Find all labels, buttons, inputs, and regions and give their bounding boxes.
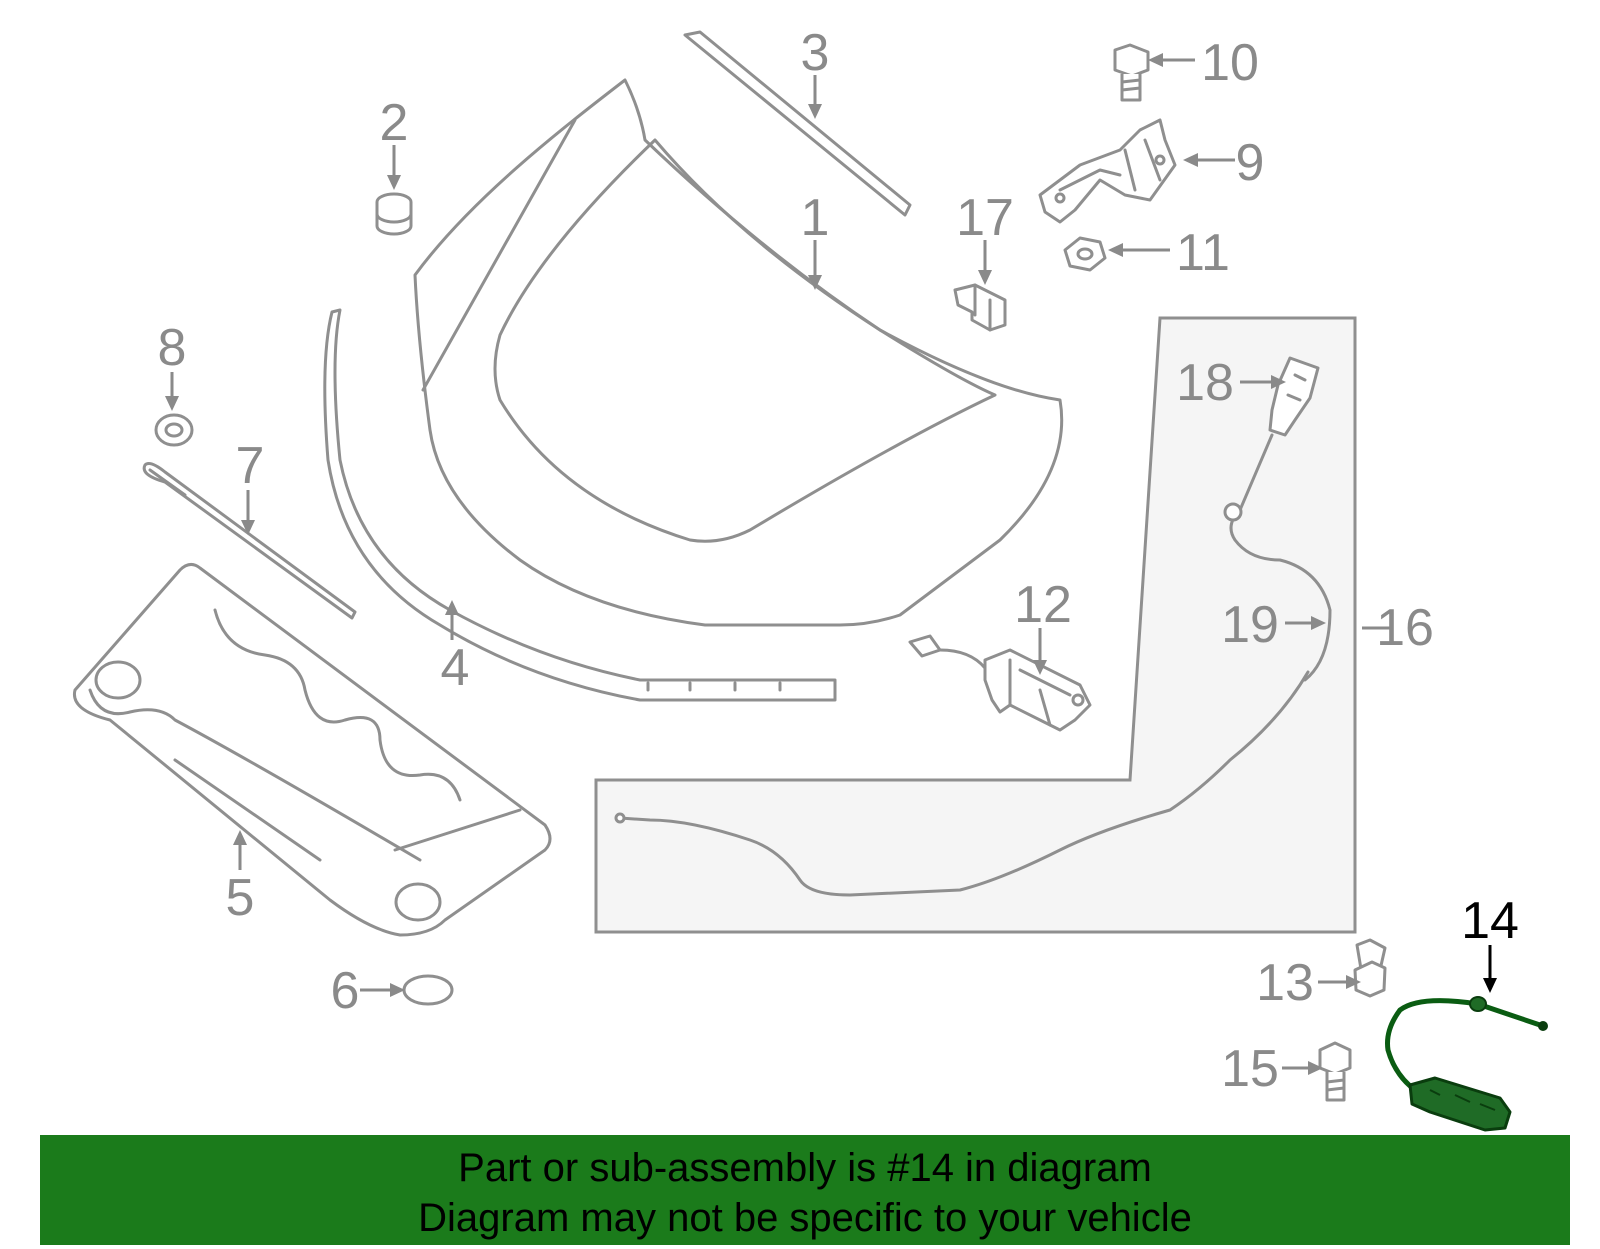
nut	[1063, 236, 1107, 272]
seal-strip	[142, 462, 357, 620]
callout-14: 14	[1461, 892, 1519, 950]
clip	[953, 283, 1007, 332]
callout-9: 9	[1236, 134, 1265, 192]
callout-4: 4	[441, 639, 470, 697]
callout-6: 6	[331, 962, 360, 1020]
callout-12: 12	[1014, 576, 1072, 634]
callout-2: 2	[380, 94, 409, 152]
bumper-stop	[375, 192, 413, 236]
highlighted-part-14	[1385, 996, 1548, 1132]
release-cable	[614, 433, 1332, 897]
callout-5: 5	[226, 869, 255, 927]
release-handle	[1268, 356, 1320, 437]
callout-labels: 1 2 3 4 5 6 7 8 9 10 11 12 13 14 15 16 1…	[158, 24, 1519, 1098]
callout-15: 15	[1221, 1040, 1279, 1098]
callout-10: 10	[1201, 34, 1259, 92]
banner-line-part: Part or sub-assembly is #14 in diagram	[458, 1146, 1152, 1190]
callout-8: 8	[158, 319, 187, 377]
callout-7: 7	[236, 437, 265, 495]
callout-13: 13	[1256, 954, 1314, 1012]
callout-11: 11	[1176, 224, 1230, 282]
callout-17: 17	[956, 189, 1014, 247]
hood-latch	[908, 634, 1092, 732]
bolt-top	[1113, 43, 1150, 102]
grommet	[154, 413, 194, 447]
insulator-pad	[72, 563, 552, 937]
callout-18: 18	[1176, 354, 1234, 412]
cable-assembly-box	[594, 316, 1357, 934]
bolt-13	[1353, 938, 1387, 998]
plug	[402, 974, 454, 1006]
callout-16: 16	[1376, 599, 1434, 657]
hood-strip	[683, 30, 912, 217]
hood-seal	[323, 308, 837, 702]
callout-19: 19	[1221, 596, 1279, 654]
bolt-15	[1318, 1041, 1352, 1102]
banner-line-disclaimer: Diagram may not be specific to your vehi…	[418, 1196, 1192, 1240]
info-banner: Part or sub-assembly is #14 in diagram D…	[40, 1135, 1570, 1245]
hood-panel	[413, 78, 1064, 627]
callout-1: 1	[801, 189, 830, 247]
callout-arrows	[165, 53, 1497, 1075]
callout-3: 3	[801, 24, 830, 82]
hood-hinge	[1038, 118, 1177, 224]
